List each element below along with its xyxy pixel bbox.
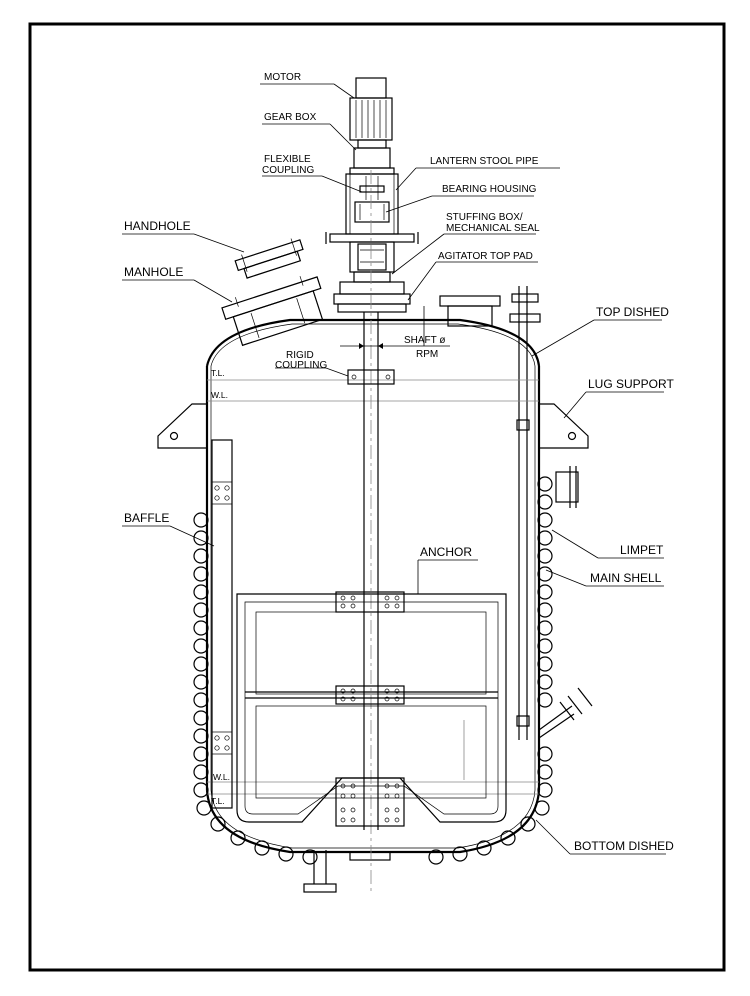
lantern-stool bbox=[345, 173, 399, 235]
label-anchor: ANCHOR bbox=[420, 545, 472, 559]
side-nozzle-upper bbox=[555, 466, 579, 508]
label-limpet: LIMPET bbox=[620, 543, 664, 557]
anchor-agitator bbox=[236, 591, 507, 827]
label-agitator-top-pad: AGITATOR TOP PAD bbox=[438, 251, 533, 262]
agitator-top-pad bbox=[333, 293, 411, 313]
label-shaft: SHAFT ø bbox=[404, 335, 445, 346]
label-stuffing-box-2: MECHANICAL SEAL bbox=[446, 223, 540, 234]
label-handhole: HANDHOLE bbox=[124, 219, 191, 233]
label-wl-top: W.L. bbox=[211, 390, 228, 400]
limpet-coils-right bbox=[428, 476, 553, 865]
gear-box bbox=[349, 139, 395, 175]
agitator-shaft bbox=[347, 170, 395, 892]
label-wl-bottom: W.L. bbox=[213, 772, 230, 782]
baffle bbox=[211, 439, 233, 809]
label-tl-bottom: T.L. bbox=[211, 796, 225, 806]
label-lug-support: LUG SUPPORT bbox=[588, 377, 674, 391]
label-top-dished: TOP DISHED bbox=[596, 305, 669, 319]
label-gear-box: GEAR BOX bbox=[264, 112, 317, 123]
label-motor: MOTOR bbox=[264, 72, 301, 83]
label-rigid-coupling-1: RIGID bbox=[286, 350, 314, 361]
label-tl-top: T.L. bbox=[211, 368, 225, 378]
side-nozzle-lower bbox=[538, 687, 593, 739]
limpet-coils-left bbox=[193, 512, 318, 865]
handhole bbox=[234, 238, 304, 279]
label-rigid-coupling-2: COUPLING bbox=[275, 360, 327, 371]
label-flexible-coupling-1: FLEXIBLE bbox=[264, 154, 311, 165]
label-flexible-coupling-2: COUPLING bbox=[262, 165, 314, 176]
vessel-shell bbox=[205, 318, 541, 854]
bottom-outlet bbox=[303, 850, 391, 893]
labels: MOTOR GEAR BOX FLEXIBLE COUPLING LANTERN… bbox=[124, 72, 674, 853]
label-bearing-housing: BEARING HOUSING bbox=[442, 184, 537, 195]
right-pipe-nozzle bbox=[509, 286, 541, 740]
leader-lines bbox=[122, 83, 666, 855]
lug-support-left bbox=[157, 403, 208, 449]
label-manhole: MANHOLE bbox=[124, 265, 183, 279]
label-lantern-stool-pipe: LANTERN STOOL PIPE bbox=[430, 156, 539, 167]
manhole bbox=[221, 276, 324, 347]
label-main-shell: MAIN SHELL bbox=[590, 571, 662, 585]
label-stuffing-box-1: STUFFING BOX/ bbox=[446, 212, 523, 223]
label-rpm: RPM bbox=[416, 349, 438, 360]
label-baffle: BAFFLE bbox=[124, 511, 169, 525]
motor bbox=[349, 77, 393, 141]
stuffing-box bbox=[325, 232, 419, 295]
lug-support-right bbox=[538, 403, 589, 449]
drawing-border bbox=[28, 22, 726, 972]
label-bottom-dished: BOTTOM DISHED bbox=[574, 839, 674, 853]
